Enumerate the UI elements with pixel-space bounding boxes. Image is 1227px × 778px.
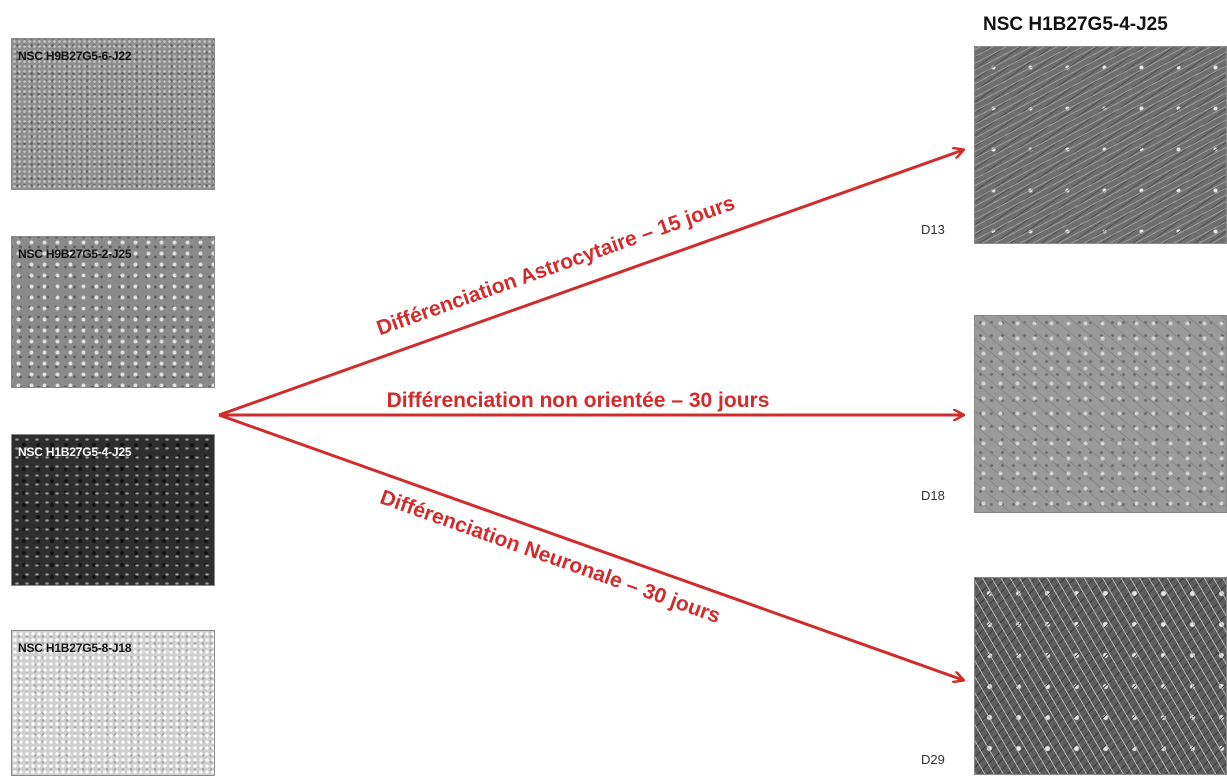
- sample-image-4: NSC H1B27G5-8-J18: [11, 630, 215, 776]
- microscopy-texture: [975, 578, 1226, 774]
- arrow-label-non-orientee: Différenciation non orientée – 30 jours: [387, 389, 770, 412]
- arrow-label-astrocytaire: Différenciation Astrocytaire – 15 jours: [374, 192, 738, 341]
- microscopy-texture: [12, 237, 214, 387]
- result-image-neuronale: [974, 577, 1227, 775]
- sample-image-3: NSC H1B27G5-4-J25: [11, 434, 215, 586]
- day-label-3: D29: [921, 752, 945, 767]
- sample-image-2: NSC H9B27G5-2-J25: [11, 236, 215, 388]
- microscopy-texture: [12, 435, 214, 585]
- arrow-label-neuronale: Différenciation Neuronale – 30 jours: [377, 486, 723, 628]
- arrow-astrocytaire: [218, 150, 963, 417]
- microscopy-texture: [12, 631, 214, 775]
- sample-label-3: NSC H1B27G5-4-J25: [18, 445, 132, 459]
- result-column-title: NSC H1B27G5-4-J25: [983, 14, 1168, 35]
- result-image-non-orientee: [974, 315, 1227, 513]
- sample-label-4: NSC H1B27G5-8-J18: [18, 641, 132, 655]
- result-image-astrocytaire: [974, 46, 1227, 244]
- microscopy-texture: [975, 47, 1226, 243]
- sample-label-2: NSC H9B27G5-2-J25: [18, 247, 132, 261]
- day-label-1: D13: [921, 222, 945, 237]
- arrow-neuronale: [218, 413, 963, 680]
- sample-image-1: NSC H9B27G5-6-J22: [11, 38, 215, 190]
- microscopy-texture: [975, 316, 1226, 512]
- day-label-2: D18: [921, 488, 945, 503]
- microscopy-texture: [12, 39, 214, 189]
- sample-label-1: NSC H9B27G5-6-J22: [18, 49, 132, 63]
